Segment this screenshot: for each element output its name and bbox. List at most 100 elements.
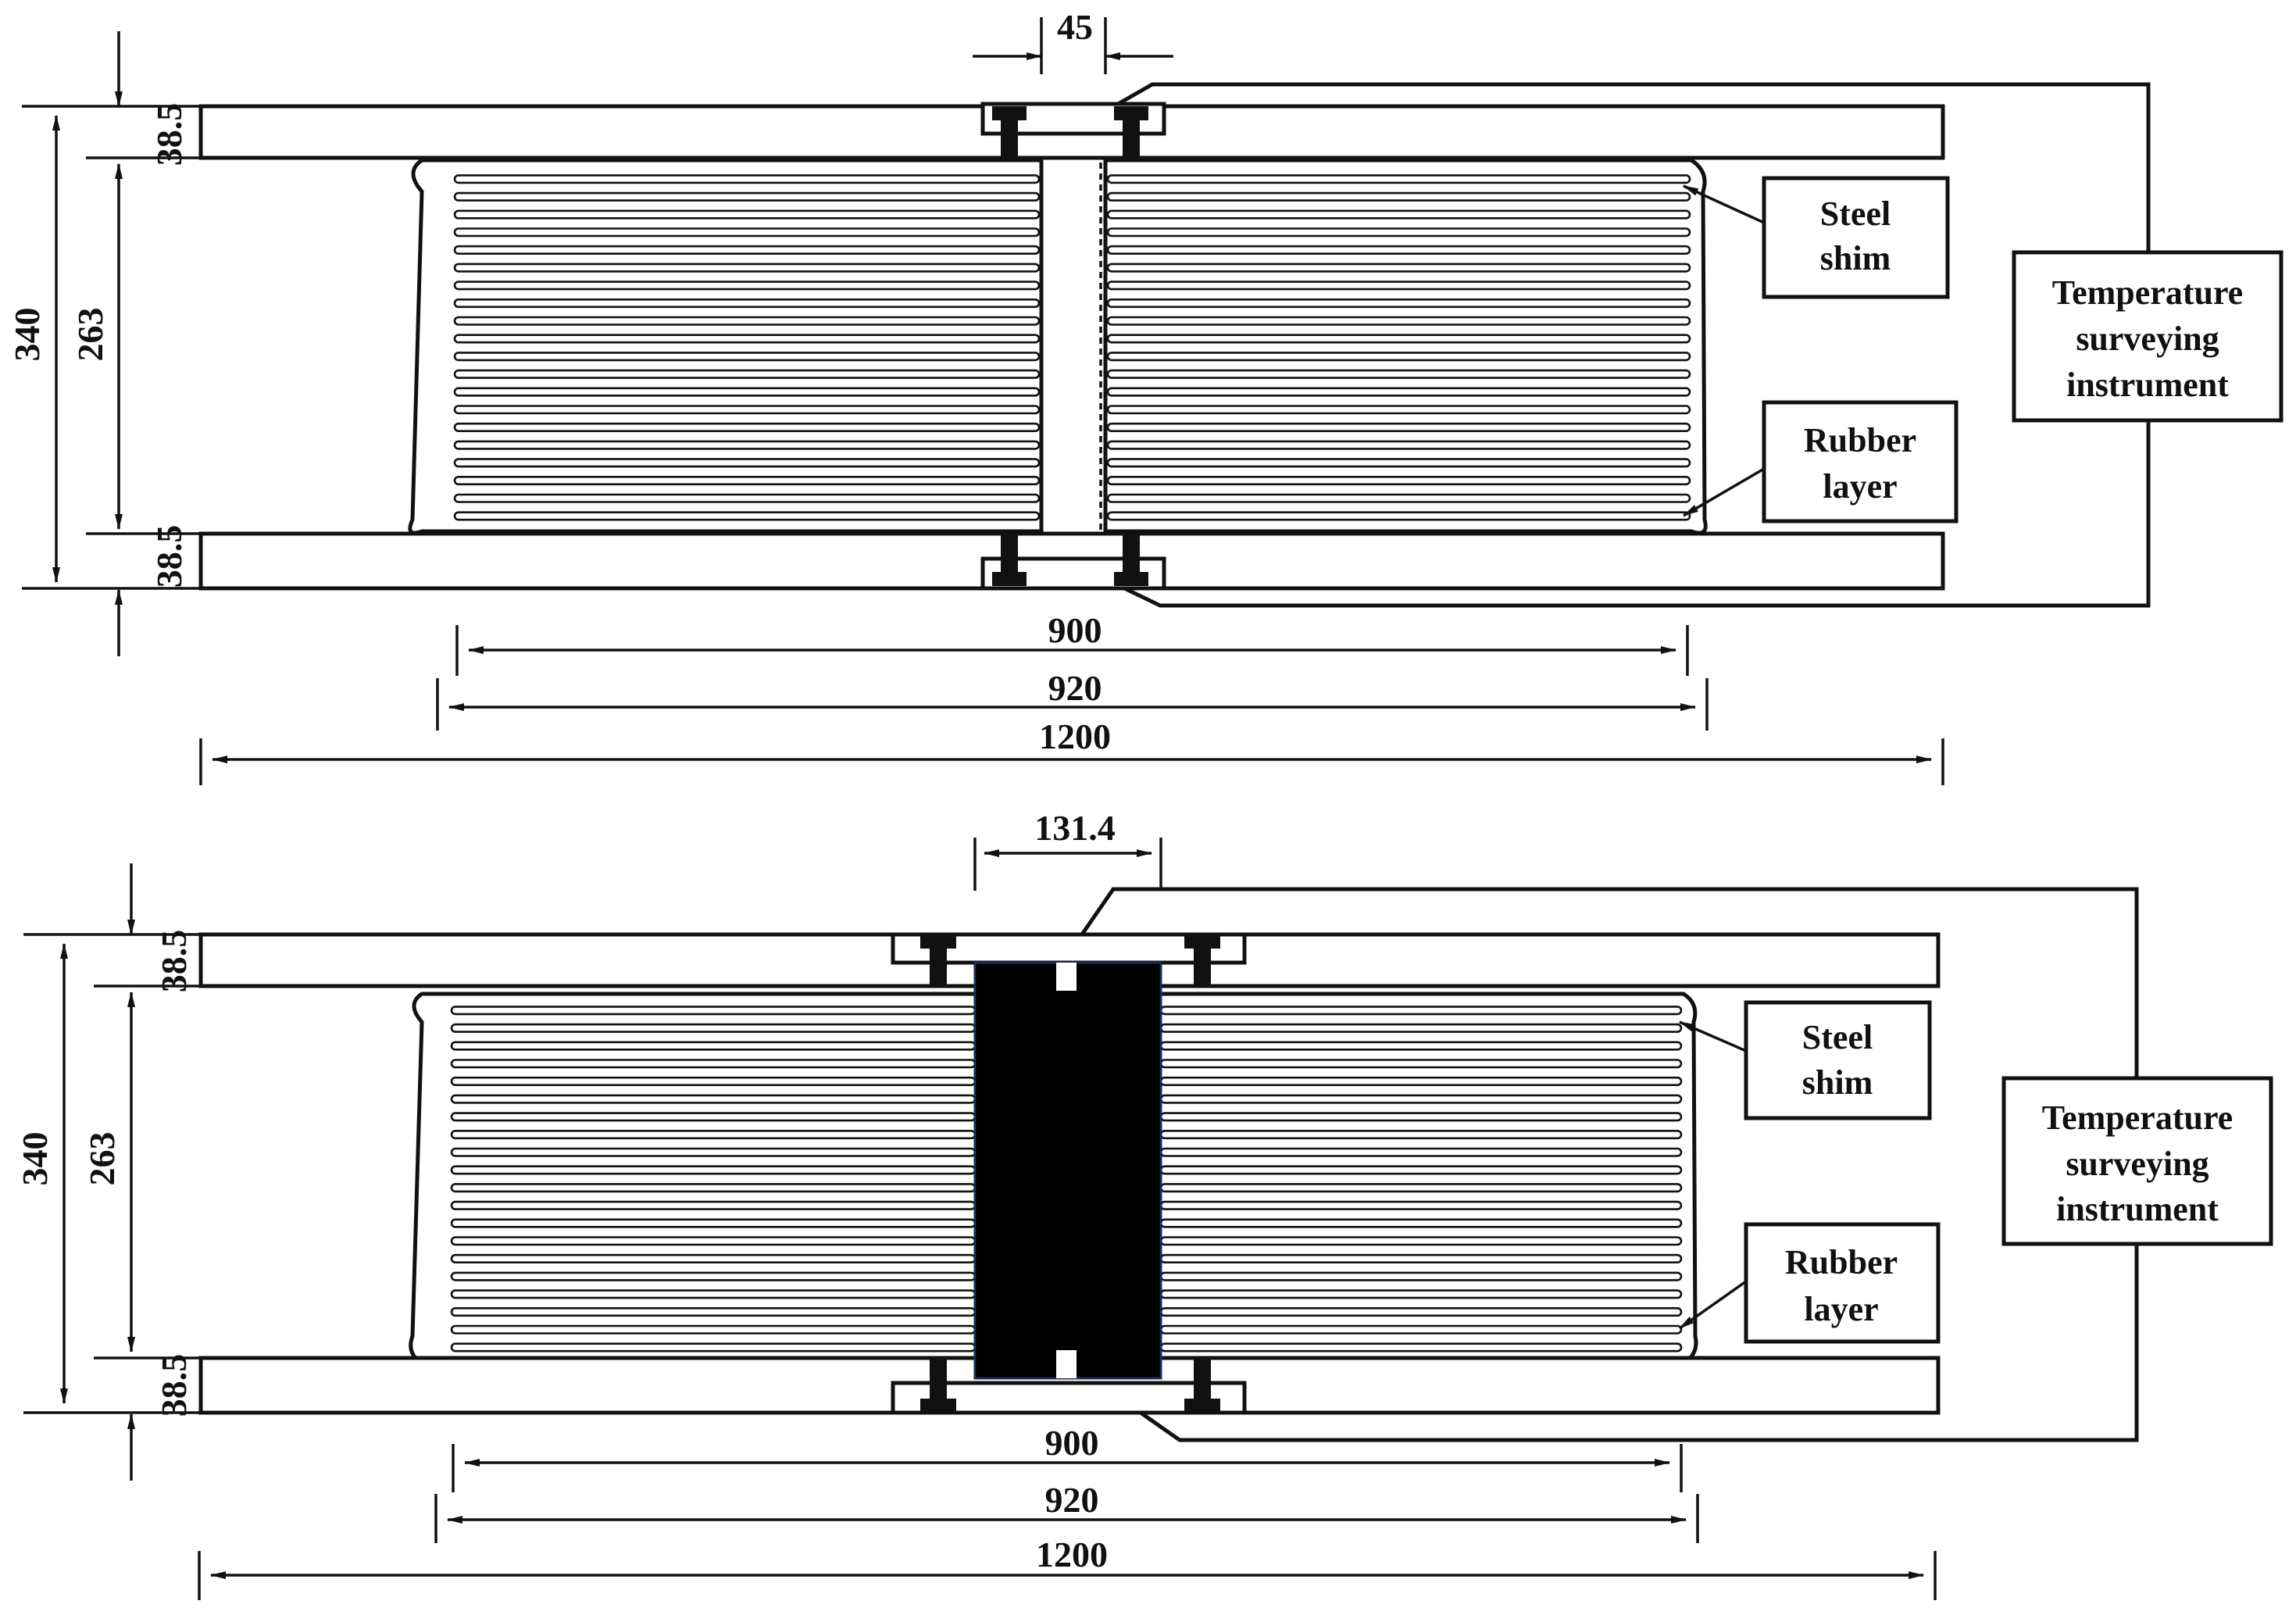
steel-shim-layer — [453, 458, 1041, 468]
steel-shim-layer — [1159, 1059, 1683, 1069]
steel-shim-layer — [1159, 1342, 1683, 1353]
steel-shim-layer — [453, 422, 1041, 433]
dim-900-bottom: 900 — [1045, 1423, 1099, 1463]
steel-shim-layer — [453, 352, 1041, 362]
steel-shim-layer — [453, 387, 1041, 397]
steel-shim-layer — [1106, 227, 1691, 238]
steel-shim-layer — [450, 1324, 977, 1335]
dim-900-top: 900 — [1048, 610, 1102, 650]
steel-shim-layer — [1106, 369, 1691, 379]
steel-shim-layer — [1106, 405, 1691, 415]
steel-shim-layer — [1106, 209, 1691, 220]
steel-shim-layer — [1159, 1112, 1683, 1122]
steel-shim-layer — [1159, 1130, 1683, 1140]
label-box-temperature-bottom — [2001, 1076, 2273, 1246]
steel-shim-layer — [1159, 1200, 1683, 1210]
steel-shim-layer — [1159, 1006, 1683, 1016]
label-box-rubber-layer-top — [1762, 400, 1959, 523]
steel-shim-layer — [1106, 493, 1691, 503]
steel-shim-layer — [450, 1218, 977, 1228]
steel-shim-layer — [1159, 1041, 1683, 1051]
steel-shim-layer — [453, 316, 1041, 326]
steel-shim-layer — [1159, 1218, 1683, 1228]
label-steel-line1-bottom: Steel — [1802, 1018, 1873, 1056]
steel-shim-layer — [1106, 440, 1691, 450]
steel-shim-layer — [453, 209, 1041, 220]
steel-shim-layer — [453, 440, 1041, 450]
steel-shim-layer — [450, 1342, 977, 1353]
label-temp-line3-bottom: instrument — [2056, 1190, 2219, 1228]
steel-shim-layer — [453, 475, 1041, 486]
dim-plate-bottom-top: 38.5 — [149, 525, 189, 588]
label-steel-line1-top: Steel — [1820, 195, 1891, 233]
shim-layers-bottom — [450, 1006, 1683, 1353]
steel-shim-layer — [1106, 458, 1691, 468]
steel-shim-layer — [1106, 281, 1691, 291]
bolt-icon — [1123, 108, 1140, 161]
steel-shim-layer — [453, 174, 1041, 184]
steel-shim-layer — [450, 1059, 977, 1069]
steel-shim-layer — [1106, 511, 1691, 521]
label-box-rubber-layer-bottom — [1744, 1222, 1941, 1344]
shim-layers-top — [453, 174, 1691, 521]
steel-shim-layer — [1106, 245, 1691, 255]
steel-shim-layer — [453, 191, 1041, 202]
steel-shim-layer — [1159, 1165, 1683, 1175]
steel-shim-layer — [1106, 422, 1691, 433]
steel-shim-layer — [450, 1094, 977, 1104]
steel-shim-layer — [1159, 1023, 1683, 1033]
steel-shim-layer — [1159, 1094, 1683, 1104]
figure-top: 45 340 263 38.5 38.5 900 920 1200 Steel … — [7, 7, 2284, 785]
dim-920-bottom: 920 — [1045, 1480, 1099, 1520]
steel-shim-layer — [450, 1236, 977, 1246]
steel-shim-layer — [450, 1253, 977, 1263]
dim-plate-top-top: 38.5 — [149, 103, 189, 166]
steel-shim-layer — [1106, 387, 1691, 397]
label-box-steel-shim-top — [1762, 176, 1950, 299]
steel-shim-layer — [450, 1023, 977, 1033]
steel-shim-layer — [450, 1041, 977, 1051]
steel-shim-layer — [450, 1289, 977, 1299]
dim-total-height-top: 340 — [7, 308, 47, 362]
steel-shim-layer — [1159, 1307, 1683, 1317]
label-temp-line3-top: instrument — [2066, 366, 2229, 404]
label-temp-line1-top: Temperature — [2052, 273, 2243, 312]
steel-shim-layer — [1106, 475, 1691, 486]
dim-rubber-height-bottom: 263 — [82, 1132, 122, 1186]
core-hole-top — [1039, 137, 1108, 548]
bolt-icon — [1194, 1360, 1211, 1410]
dim-plate-bottom-bottom: 38.5 — [154, 1354, 194, 1417]
steel-shim-layer — [1159, 1076, 1683, 1086]
steel-shim-layer — [450, 1147, 977, 1157]
steel-shim-layer — [1106, 191, 1691, 202]
steel-shim-layer — [450, 1200, 977, 1210]
steel-shim-layer — [1159, 1236, 1683, 1246]
steel-shim-layer — [1159, 1271, 1683, 1281]
steel-shim-layer — [1159, 1324, 1683, 1335]
label-temp-line1-bottom: Temperature — [2042, 1099, 2233, 1137]
label-box-steel-shim-bottom — [1744, 1000, 1932, 1120]
steel-shim-layer — [450, 1183, 977, 1193]
label-box-temperature-top — [2012, 250, 2284, 423]
dim-920-top: 920 — [1048, 668, 1102, 708]
steel-shim-layer — [453, 493, 1041, 503]
steel-shim-layer — [450, 1112, 977, 1122]
steel-shim-layer — [450, 1165, 977, 1175]
steel-shim-layer — [450, 1307, 977, 1317]
steel-shim-layer — [453, 511, 1041, 521]
steel-shim-layer — [450, 1271, 977, 1281]
label-rubber-line2-bottom: layer — [1804, 1290, 1878, 1328]
steel-shim-layer — [1159, 1253, 1683, 1263]
steel-shim-layer — [453, 334, 1041, 344]
steel-shim-layer — [1106, 316, 1691, 326]
steel-shim-layer — [453, 405, 1041, 415]
steel-shim-layer — [1106, 174, 1691, 184]
steel-shim-layer — [1159, 1183, 1683, 1193]
steel-shim-layer — [1106, 298, 1691, 309]
label-temp-line2-top: surveying — [2076, 320, 2219, 358]
steel-shim-layer — [1106, 352, 1691, 362]
steel-shim-layer — [453, 369, 1041, 379]
steel-shim-layer — [450, 1006, 977, 1016]
label-temp-line2-bottom: surveying — [2066, 1145, 2209, 1183]
